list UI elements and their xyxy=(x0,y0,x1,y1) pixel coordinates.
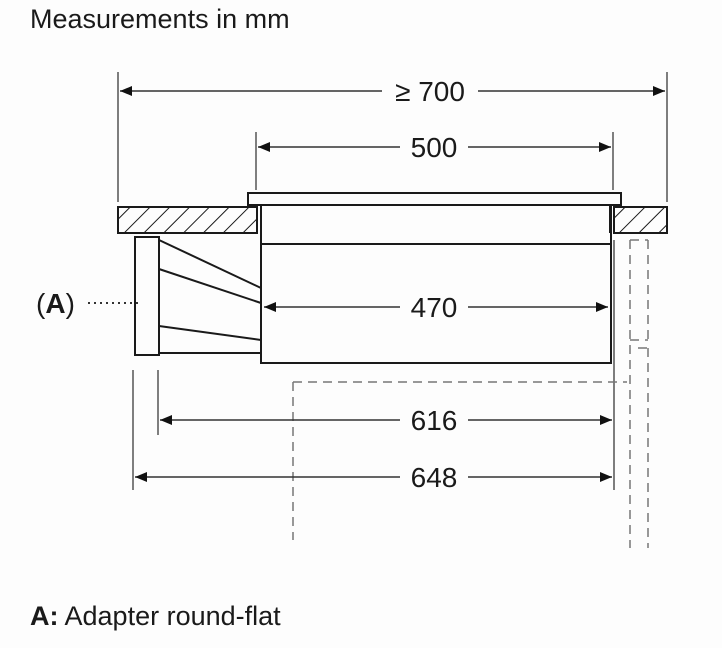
worktop-right xyxy=(613,206,668,234)
dim-616-label: 616 xyxy=(411,405,458,436)
cabinet-outline xyxy=(292,239,649,548)
dim-470-label: 470 xyxy=(411,292,458,323)
callout-label: (A) xyxy=(36,288,75,319)
dim-500-label: 500 xyxy=(411,132,458,163)
extension-lines xyxy=(117,72,668,490)
dim-648-label: 648 xyxy=(411,462,458,493)
hob-body xyxy=(260,204,612,364)
worktop-left xyxy=(117,206,258,234)
dimension-lines xyxy=(120,86,665,482)
hob-glass-plate xyxy=(247,192,622,206)
dim-700-label: ≥ 700 xyxy=(395,76,465,107)
diagram-title: Measurements in mm xyxy=(30,4,290,34)
adapter-round-flat xyxy=(134,236,262,356)
legend: A: Adapter round-flat xyxy=(30,601,281,632)
adapter-flange xyxy=(134,236,160,356)
legend-description: Adapter round-flat xyxy=(64,601,281,631)
legend-key: A: xyxy=(30,601,59,631)
